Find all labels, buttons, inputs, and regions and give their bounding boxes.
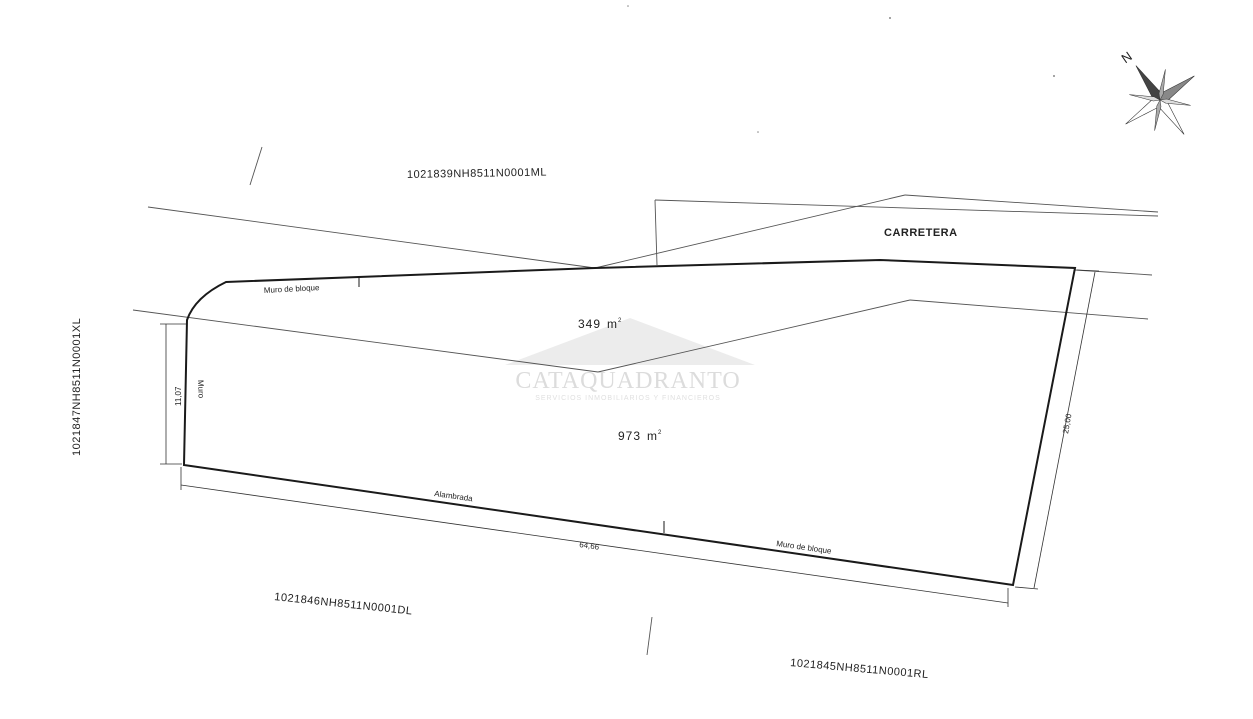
inner-division-line-far [909,299,1149,320]
road-edge-line-top [904,194,1159,213]
road-edge-line-top-inner [654,199,1159,217]
parcel-boundary-tick-north [249,146,263,186]
road-label: CARRETERA [884,227,958,239]
inner-division-line-left [132,309,599,373]
area-main: 973 m2 [618,429,662,443]
area-main-unit: m [647,429,658,443]
road-edge-line-left [147,206,596,269]
plot-boundary [182,258,1077,587]
dimension-line-bottom [180,484,1009,604]
dimension-bottom-value: 64,66 [579,540,601,552]
dimension-line-right [1033,271,1096,589]
parcel-ref-south-west: 1021846NH8511N0001DL [274,591,413,617]
dimension-lines [160,269,1100,607]
watermark-text: CATAQUADRANTO [515,368,740,394]
area-main-number: 973 [618,429,641,443]
road-corner-line [654,199,658,266]
compass-rose [1125,65,1195,135]
inner-division-line-right [597,299,911,373]
label-top-wall: Muro de bloque [264,283,321,295]
parcel-ref-west: 1021847NH8511N0001XL [71,318,83,456]
compass-point-nw [1129,94,1161,102]
speck [1053,75,1055,77]
area-upper-exp: 2 [618,318,622,324]
area-upper-unit: m [607,317,618,331]
compass-north-label: N [1118,49,1134,67]
dimension-left-value: 11,07 [174,386,183,406]
speck [627,5,629,7]
dimension-tick-right-bottom [1014,586,1039,590]
parcel-ref-south-east: 1021845NH8511N0001RL [790,657,929,681]
parcel-ref-north: 1021839NH8511N0001ML [407,167,547,181]
watermark-subtext: SERVICIOS INMOBILIARIOS Y FINANCIEROS [535,395,721,402]
parcel-boundary-tick-south [646,616,653,656]
speck [889,17,891,19]
plot-outline [182,258,1077,587]
road-diagonal-line [594,194,906,269]
area-upper: 349 m2 [578,317,622,331]
area-main-value: 973 m2 [618,429,662,443]
area-upper-value: 349 m2 [578,317,622,331]
dimension-tick-right-top [1076,269,1100,272]
dimension-right-value: 25,00 [1061,413,1073,435]
watermark: CATAQUADRANTO SERVICIOS INMOBILIARIOS Y … [505,318,755,402]
area-upper-number: 349 [578,317,601,331]
area-main-exp: 2 [658,430,662,436]
scan-specks [627,5,1055,133]
watermark-roof-shape [505,318,755,365]
label-bottom-wall: Muro de bloque [776,539,833,556]
label-left-wall: Muro [196,380,206,399]
speck [757,131,759,133]
